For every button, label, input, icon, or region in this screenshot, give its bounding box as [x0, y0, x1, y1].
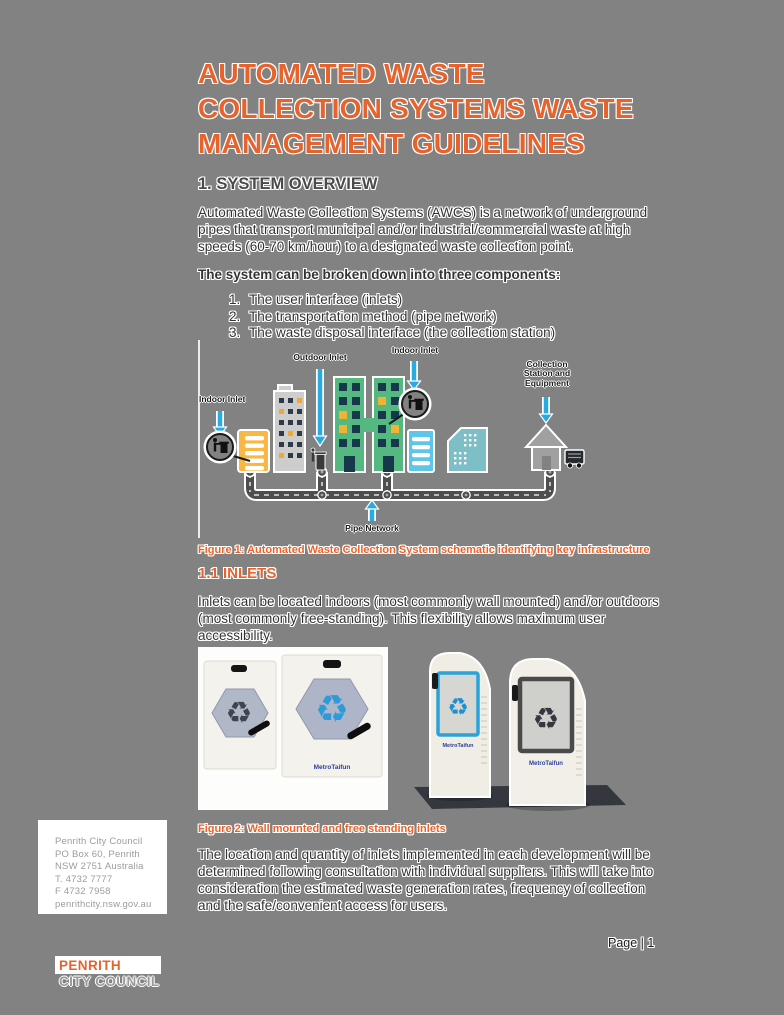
contact-line: NSW 2751 Australia	[55, 861, 144, 873]
figure2-caption: Figure 2: Wall mounted and free standing…	[198, 822, 446, 835]
recycle-icon: ♻	[533, 702, 560, 737]
council-contact-box: Penrith City Council PO Box 60, Penrith …	[38, 820, 167, 914]
pipe-network-main	[246, 471, 554, 499]
arrow-collection-station	[538, 396, 554, 424]
label-collection-station: Collection Station and Equipment	[523, 358, 571, 388]
content-column: AUTOMATED WASTE COLLECTION SYSTEMS WASTE…	[198, 0, 668, 914]
section-heading-overview: 1. SYSTEM OVERVIEW	[198, 175, 378, 193]
figure-left-border	[198, 339, 200, 538]
brand-label: MetroTaifun	[442, 743, 474, 749]
arrow-outdoor-inlet	[312, 368, 328, 447]
kiosk-handle	[512, 684, 518, 701]
label-indoor-inlet-left: Indoor Inlet	[199, 393, 246, 404]
logo-city-council: CITY COUNCIL	[59, 974, 160, 989]
label-pipe-network: Pipe Network	[345, 522, 399, 533]
paragraph-overview-intro: Automated Waste Collection Systems (AWCS…	[198, 205, 648, 254]
contact-line: Penrith City Council	[55, 836, 143, 847]
green-towers	[333, 375, 405, 473]
figure1-schematic: Indoor Inlet Outdoor Inlet Indoor Inlet …	[198, 339, 668, 540]
brand-label: MetroTaifun	[314, 764, 351, 771]
logo-penrith: PENRITH	[55, 956, 161, 974]
penrith-council-logo: PENRITH CITY COUNCIL	[55, 956, 161, 989]
contact-line: penrithcity.nsw.gov.au	[55, 898, 152, 910]
indoor-inlet-icon-right	[398, 387, 432, 420]
figure2-images: ♻ ♻ MetroTaifun ♻ MetroTaifun	[198, 646, 668, 819]
contact-line: F 4732 7958	[55, 886, 111, 898]
brand-label: MetroTaifun	[529, 761, 563, 767]
paragraph-inlets-accessibility: Inlets can be located indoors (most comm…	[198, 593, 659, 643]
components-list: The user interface (inlets) The transpor…	[198, 292, 668, 342]
recycle-icon: ♻	[226, 696, 253, 731]
inlet-handle	[347, 722, 371, 739]
yellow-building	[237, 428, 270, 473]
gray-building	[273, 383, 306, 473]
awcs-schematic-illustration	[203, 360, 585, 521]
kiosk-right-screen	[517, 676, 575, 753]
paragraph-inlets-location: The location and quantity of inlets impl…	[198, 846, 654, 913]
inlet-cap	[231, 664, 247, 672]
wall-mounted-inlets-photo: ♻ ♻ MetroTaifun	[198, 646, 388, 810]
list-item: The waste disposal interface (the collec…	[244, 325, 668, 342]
hexagon-inlet-right	[295, 678, 369, 739]
list-item: The user interface (inlets)	[244, 292, 668, 309]
arrow-indoor-inlet-right	[406, 360, 422, 391]
page-number: Page | 1	[608, 936, 655, 950]
components-lead: The system can be broken down into three…	[198, 267, 561, 282]
inlet-handle	[248, 720, 270, 735]
hexagon-inlet-left	[211, 688, 269, 737]
kiosk-left-screen	[436, 670, 480, 737]
collection-truck-icon	[564, 448, 585, 469]
label-indoor-inlet-right: Indoor Inlet	[391, 344, 439, 355]
collection-station-house	[523, 423, 569, 471]
section-heading-inlets: 1.1 INLETS	[198, 564, 277, 582]
indoor-inlet-icon-left	[203, 430, 237, 463]
free-standing-inlets-photo: ♻ MetroTaifun ♻ MetroTaifun	[414, 651, 626, 811]
arrow-pipe-network	[364, 498, 380, 521]
teal-building	[447, 426, 488, 473]
contact-line: T. 4732 7777	[55, 873, 113, 885]
label-outdoor-inlet: Outdoor Inlet	[293, 351, 347, 362]
recycle-icon: ♻	[447, 693, 469, 721]
inlet-cap	[323, 659, 341, 668]
contact-line: PO Box 60, Penrith	[55, 848, 140, 860]
kiosk-handle	[432, 672, 438, 689]
light-blue-building	[407, 428, 435, 473]
list-item: The transportation method (pipe network)	[244, 309, 668, 326]
page-title: AUTOMATED WASTE COLLECTION SYSTEMS WASTE…	[198, 58, 634, 159]
outdoor-inlet-bin-icon	[310, 447, 327, 470]
recycle-icon: ♻	[315, 687, 349, 731]
figure1-caption: Figure 1: Automated Waste Collection Sys…	[198, 543, 650, 556]
